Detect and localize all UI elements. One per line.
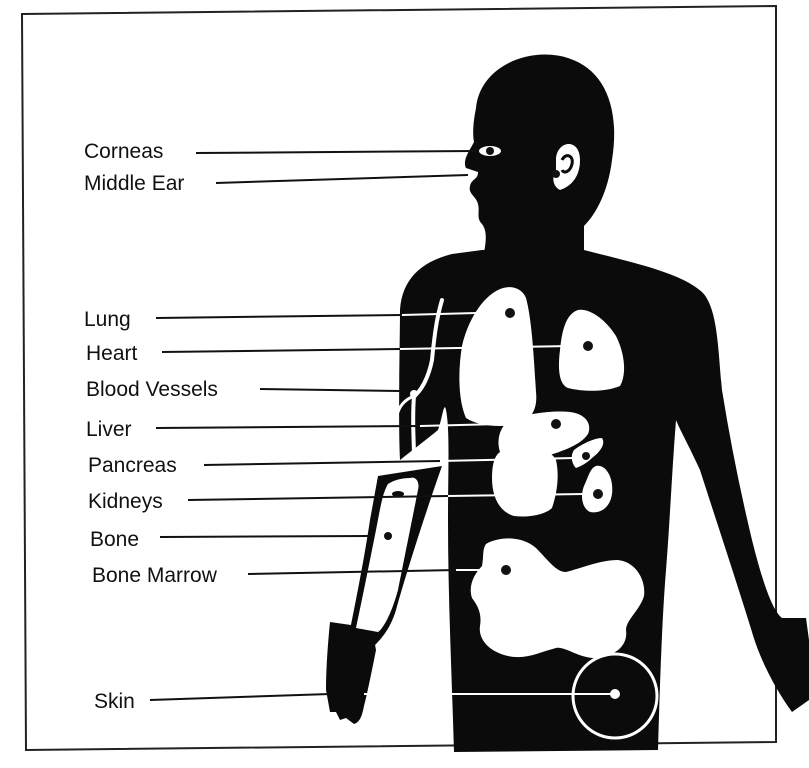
label-skin: Skin <box>94 690 135 713</box>
head-shape <box>465 55 614 262</box>
leader-pancreas <box>204 461 440 465</box>
leader-heart <box>162 349 400 352</box>
label-liver: Liver <box>86 418 132 441</box>
label-bone: Bone <box>90 528 139 551</box>
dot-bone <box>384 532 392 540</box>
leader-skin <box>150 694 330 700</box>
dot-bone-marrow <box>501 565 511 575</box>
dot-blood-vessels <box>410 390 418 398</box>
dot-lung <box>505 308 515 318</box>
label-kidneys: Kidneys <box>88 490 163 513</box>
dot-skin <box>610 689 620 699</box>
label-bone-marrow: Bone Marrow <box>92 564 218 587</box>
leader-bone-marrow <box>248 570 456 574</box>
dot-kidneys <box>593 489 603 499</box>
leader-bone <box>160 536 370 537</box>
leader-corneas <box>196 151 476 153</box>
label-middle-ear: Middle Ear <box>84 172 184 195</box>
label-corneas: Corneas <box>84 140 163 163</box>
label-heart: Heart <box>86 342 138 365</box>
label-pancreas: Pancreas <box>88 454 177 477</box>
hand-shape <box>326 622 376 724</box>
leader-middle-ear <box>216 175 468 183</box>
leader-blood-vessels <box>260 389 400 391</box>
dot-middle-ear <box>552 170 560 178</box>
label-blood-vessels: Blood Vessels <box>86 378 218 401</box>
label-lung: Lung <box>84 308 131 331</box>
dot-pancreas <box>582 452 590 460</box>
leader-liver <box>156 426 420 428</box>
leader-lung <box>156 315 402 318</box>
dot-corneas <box>486 147 494 155</box>
dot-liver <box>551 419 561 429</box>
dot-heart <box>583 341 593 351</box>
